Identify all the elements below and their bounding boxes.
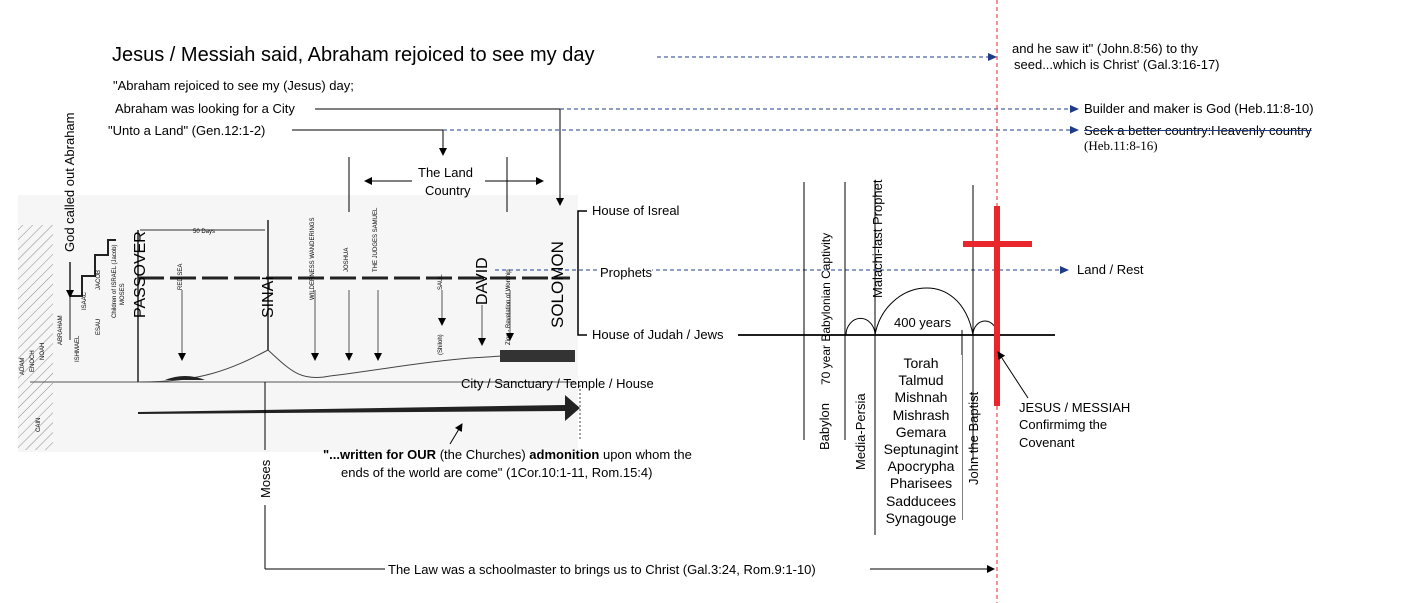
prophets-label: Prophets	[600, 265, 653, 280]
house-israel-label: House of Isreal	[592, 203, 680, 218]
tl-wilderness: WILDERNESS WANDERINGS	[310, 217, 316, 300]
admonition-rest: upon whom the	[602, 447, 692, 462]
captivity-label: 70 year Babylonian Captivity	[819, 232, 833, 385]
solomon-label: SOLOMON	[548, 241, 567, 328]
tl-joshua: JOSHUA	[344, 247, 350, 272]
tl-noah: NOAH	[40, 342, 46, 360]
city-text: Abraham was looking for a City	[115, 101, 295, 116]
tl-esau: ESAU	[96, 318, 102, 335]
rejoiced-text: "Abraham rejoiced to see my (Jesus) day;	[113, 78, 354, 93]
writing-item: Pharisees	[880, 475, 962, 493]
tl-isaac: ISAAC	[82, 291, 88, 310]
land-country-line1: The Land	[418, 165, 473, 180]
writing-item: Torah	[880, 355, 962, 373]
moses-label: Moses	[258, 459, 273, 498]
arc-400-years	[874, 287, 974, 336]
admonition-line2: ends of the world are come" (1Cor.10:1-1…	[341, 465, 653, 480]
admonition-word: admonition	[529, 447, 600, 462]
writing-item: Mishrash	[880, 406, 962, 424]
tl-ishmael: ISHMAEL	[75, 335, 81, 362]
tl-children: Children of ISRAEL (Jacob)	[112, 244, 118, 318]
hatched-edge	[18, 225, 53, 450]
journey-arrow	[138, 395, 580, 421]
tl-judges: THE JUDGES SAMUEL	[373, 207, 379, 272]
media-persia-label: Media-Persia	[853, 393, 868, 470]
jesus-pointer	[997, 351, 1029, 399]
tl-enoch: ENOCH	[30, 350, 36, 372]
land-text: "Unto a Land" (Gen.12:1-2)	[108, 123, 266, 138]
tl-abraham: ABRAHAM	[58, 315, 64, 345]
better-country-text: Seek a better country:Heavenly country	[1084, 123, 1312, 138]
law-label: The Law was a schoolmaster to brings us …	[388, 562, 816, 577]
family-steps	[70, 239, 116, 297]
writing-item: Talmud	[880, 372, 962, 390]
jesus-line3: Covenant	[1019, 435, 1075, 450]
land-rest-label: Land / Rest	[1077, 262, 1144, 277]
tl-zion: Zion - Revelation of Worship	[506, 269, 512, 345]
god-called-label: God called out Abraham	[62, 112, 77, 252]
saw-line-1: and he saw it" (John.8:56) to thy	[1012, 41, 1198, 56]
writing-item: Apocrypha	[880, 458, 962, 476]
scan-background	[18, 195, 578, 452]
tl-red-sea: RED SEA	[178, 263, 184, 290]
tl-cain: CAIN	[36, 417, 42, 432]
tl-jacob: JACOB	[96, 269, 102, 290]
city-temple-label: City / Sanctuary / Temple / House	[461, 376, 654, 391]
david-label: DAVID	[474, 257, 491, 305]
writing-item: Mishnah	[880, 389, 962, 407]
tl-shiloh: (Shiloh)	[438, 334, 444, 355]
land-country-line2: Country	[425, 183, 471, 198]
writing-item: Sadducees	[880, 492, 962, 510]
arc-babylon	[845, 317, 876, 336]
writing-item: Gemara	[880, 423, 962, 442]
city-buildings	[500, 350, 575, 362]
sinai-label: SINAI	[260, 276, 277, 318]
days-label: 50 Days	[193, 229, 216, 235]
writing-item: Septunagint	[880, 441, 962, 459]
john-baptist-label: John the Baptist	[966, 391, 981, 485]
arc-john	[972, 320, 998, 336]
solomon-bracket	[577, 210, 587, 336]
admonition-line1: "...written for OUR (the Churches) admon…	[323, 447, 692, 462]
tl-saul: SAUL	[438, 274, 444, 290]
cross-vertical	[994, 206, 1000, 406]
red-sea-shape	[165, 376, 205, 380]
jesus-line2: Confirmimg the	[1019, 417, 1108, 432]
saw-line-2: seed...which is Christ' (Gal.3:16-17)	[1014, 57, 1220, 72]
tl-adam: ADAM	[20, 357, 26, 375]
admonition-churches: (the Churches)	[439, 447, 526, 462]
passover-label: PASSOVER	[132, 231, 149, 318]
admonition-pointer	[449, 423, 463, 445]
builder-text: Builder and maker is God (Heb.11:8-10)	[1084, 101, 1314, 116]
writing-item: Synagouge	[880, 509, 962, 528]
cross-horizontal	[963, 241, 1032, 247]
babylon-label: Babylon	[817, 403, 832, 450]
admonition-lead: "...written for OUR	[323, 447, 437, 462]
malachi-label: Malachi-last Prophet	[870, 179, 885, 299]
better-country-ref: (Heb.11:8-16)	[1084, 138, 1158, 153]
house-judah-label: House of Judah / Jews	[592, 327, 724, 342]
page-title: Jesus / Messiah said, Abraham rejoiced t…	[112, 44, 595, 66]
jesus-line1: JESUS / MESSIAH	[1019, 400, 1131, 415]
tl-moses: MOSES	[120, 283, 126, 305]
years-label: 400 years	[894, 315, 952, 330]
